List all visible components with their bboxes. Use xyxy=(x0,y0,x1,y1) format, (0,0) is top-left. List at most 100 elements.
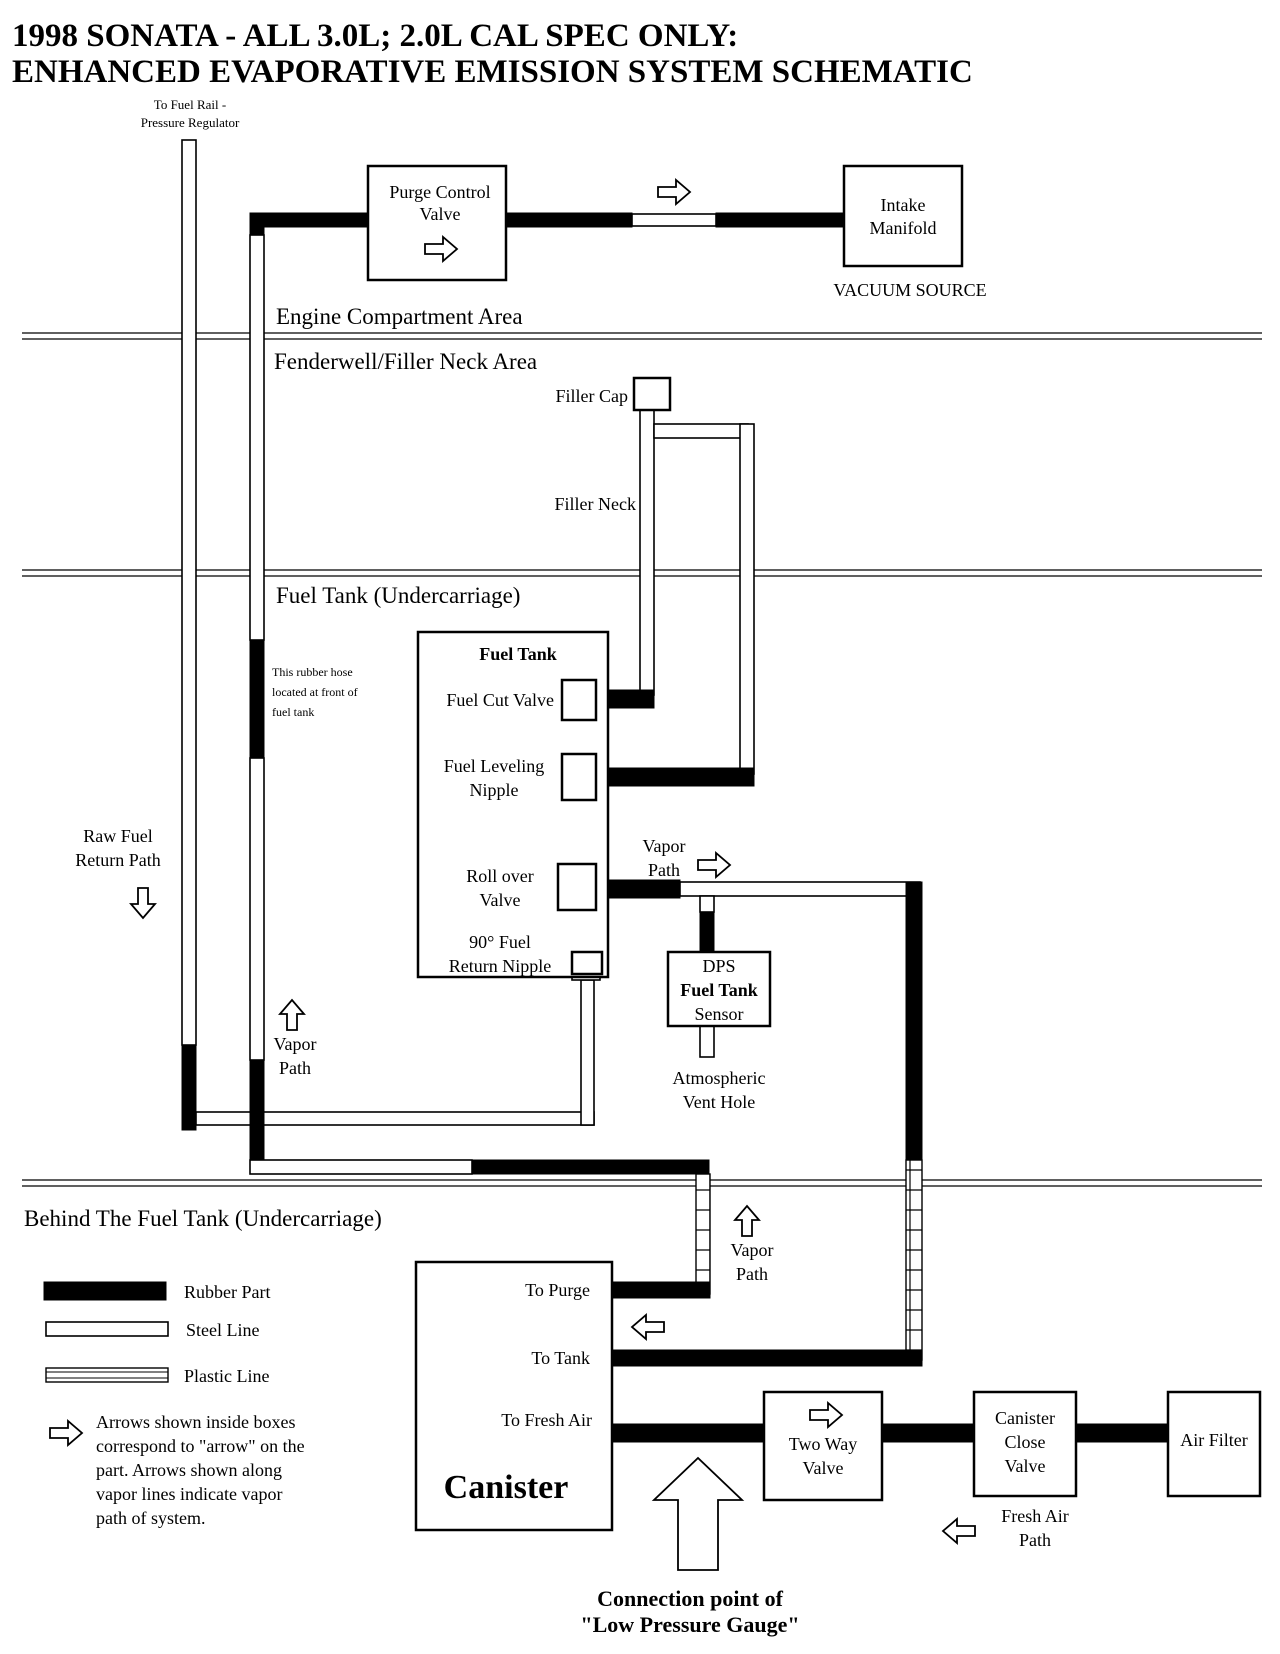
canister-label: Canister xyxy=(444,1469,569,1506)
return-vertical-steel xyxy=(580,979,595,1126)
fuel-leveling-label-1: Fuel Leveling xyxy=(444,756,544,776)
filler-cap-label: Filler Cap xyxy=(556,386,629,406)
area-fenderwell: Fenderwell/Filler Neck Area xyxy=(274,349,537,374)
filler-neck-top-steel xyxy=(653,423,749,439)
vapor-plastic-to-purge xyxy=(695,1173,711,1295)
legend-rubber-label: Rubber Part xyxy=(184,1282,270,1302)
close-valve-label-2: Close xyxy=(1004,1432,1045,1452)
fresh-air-rubber-3 xyxy=(1075,1423,1169,1443)
intake-label-1: Intake xyxy=(881,195,926,215)
close-valve-label-1: Canister xyxy=(995,1408,1055,1428)
purge-inlet-rubber xyxy=(249,212,369,228)
vapor-path-right-label-1: Vapor xyxy=(731,1240,774,1260)
air-filter-box xyxy=(1166,1390,1262,1498)
purge-valve-label-2: Valve xyxy=(420,204,461,224)
filler-neck-outer xyxy=(739,423,755,775)
two-way-label-1: Two Way xyxy=(789,1434,857,1454)
vapor-path-top-label-1: Vapor xyxy=(643,836,686,856)
two-way-label-2: Valve xyxy=(803,1458,844,1478)
rubber-note-1: This rubber hose xyxy=(272,665,353,679)
return-nipple-label-1: 90° Fuel xyxy=(469,932,531,952)
vapor-steel-to-canister xyxy=(679,881,921,897)
fuel-cut-valve-box xyxy=(560,678,598,722)
return-nipple-label-2: Return Nipple xyxy=(449,956,551,976)
purge-outlet-steel xyxy=(631,213,717,227)
legend-plastic-label: Plastic Line xyxy=(184,1366,269,1386)
fuel-cut-valve-label: Fuel Cut Valve xyxy=(446,690,554,710)
area-engine-compartment: Engine Compartment Area xyxy=(276,304,523,329)
fuel-leveling-nipple-box xyxy=(560,752,598,802)
purge-valve-label-1: Purge Control xyxy=(389,182,490,202)
return-nipple-box xyxy=(570,950,604,976)
canister-close-valve-box xyxy=(972,1390,1078,1498)
atmo-label-1: Atmospheric xyxy=(673,1068,766,1088)
fresh-air-label-1: Fresh Air xyxy=(1001,1506,1069,1526)
fuel-tank-title: Fuel Tank xyxy=(479,644,557,664)
dps-sensor-box xyxy=(666,950,772,1028)
to-tank-rubber xyxy=(601,1349,923,1367)
purge-outlet-rubber xyxy=(505,212,633,228)
fuel-return-rubber-hose xyxy=(181,1044,197,1131)
fuel-return-steel-line xyxy=(181,139,197,1046)
fresh-air-rubber-1 xyxy=(599,1423,765,1443)
right-arrow-icon xyxy=(424,235,459,263)
fuel-leveling-label-2: Nipple xyxy=(470,780,519,800)
front-tank-rubber-hose xyxy=(249,639,265,759)
intake-label-2: Manifold xyxy=(870,218,937,238)
vapor-horizontal-rubber xyxy=(471,1159,710,1175)
filler-neck-inner xyxy=(639,409,655,696)
raw-fuel-label-2: Return Path xyxy=(75,850,161,870)
fresh-air-label-2: Path xyxy=(1019,1530,1051,1550)
legend-note-2: correspond to "arrow" on the xyxy=(96,1436,305,1456)
dps-label-2: Fuel Tank xyxy=(680,980,758,1000)
filler-cap-box xyxy=(632,376,672,412)
dps-vent-stub xyxy=(699,1024,715,1058)
legend: Rubber Part Steel Line Plastic Line Arro… xyxy=(43,1281,305,1528)
left-arrow-icon xyxy=(630,1313,665,1341)
vapor-path-top-label-2: Path xyxy=(648,860,680,880)
legend-note-1: Arrows shown inside boxes xyxy=(96,1412,296,1432)
vapor-path-right-label-2: Path xyxy=(736,1264,768,1284)
to-purge-rubber xyxy=(601,1281,711,1299)
right-arrow-icon xyxy=(809,1401,844,1429)
rollover-label-1: Roll over xyxy=(466,866,534,886)
gauge-label-1: Connection point of xyxy=(597,1586,783,1611)
rubber-note-2: located at front of xyxy=(272,685,358,699)
vapor-horizontal-steel xyxy=(249,1159,473,1175)
raw-fuel-label-1: Raw Fuel xyxy=(83,826,153,846)
fuel-rail-label-2: Pressure Regulator xyxy=(141,115,240,130)
rollover-valve-box xyxy=(556,862,598,912)
fuel-rail-label-1: To Fuel Rail - xyxy=(154,97,226,112)
vapor-path-left-label-2: Path xyxy=(279,1058,311,1078)
vapor-path-left-label-1: Vapor xyxy=(274,1034,317,1054)
manifold-inlet-rubber xyxy=(715,212,845,228)
vapor-steel-line xyxy=(249,234,265,641)
leveling-nipple-rubber xyxy=(587,767,755,787)
area-behind-tank: Behind The Fuel Tank (Undercarriage) xyxy=(24,1206,382,1231)
to-purge-label: To Purge xyxy=(525,1280,590,1300)
dps-label-1: DPS xyxy=(702,956,735,976)
to-fresh-air-label: To Fresh Air xyxy=(501,1410,592,1430)
gauge-label-2: "Low Pressure Gauge" xyxy=(580,1612,799,1637)
vacuum-source-label: VACUUM SOURCE xyxy=(833,280,986,300)
atmo-label-2: Vent Hole xyxy=(683,1092,755,1112)
legend-plastic-swatch xyxy=(45,1367,169,1383)
air-filter-label: Air Filter xyxy=(1180,1430,1248,1450)
up-arrow-icon xyxy=(278,998,306,1031)
left-arrow-icon xyxy=(941,1517,976,1545)
filler-neck-label: Filler Neck xyxy=(555,494,636,514)
intake-manifold-box xyxy=(842,164,964,268)
rollover-label-2: Valve xyxy=(480,890,521,910)
rubber-note-3: fuel tank xyxy=(272,705,314,719)
vapor-plastic-down xyxy=(905,1159,923,1361)
title-line-2: ENHANCED EVAPORATIVE EMISSION SYSTEM SCH… xyxy=(12,54,973,90)
vapor-steel-line-lower xyxy=(249,757,265,1061)
area-fuel-tank: Fuel Tank (Undercarriage) xyxy=(276,583,520,608)
purge-control-valve-box xyxy=(366,164,508,282)
dps-label-3: Sensor xyxy=(695,1004,744,1024)
right-arrow-icon xyxy=(697,851,732,879)
dps-rubber xyxy=(699,911,715,953)
right-arrow-icon xyxy=(657,178,692,206)
legend-note-3: part. Arrows shown along xyxy=(96,1460,282,1480)
